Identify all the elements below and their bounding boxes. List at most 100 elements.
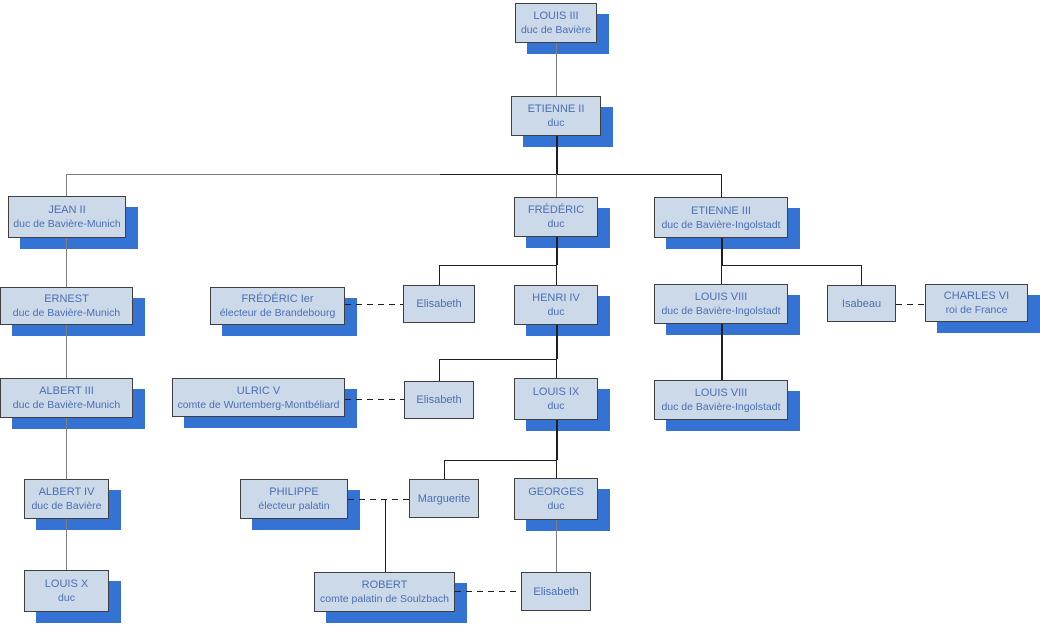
descent-line <box>439 265 556 266</box>
node-louis3: LOUIS III duc de Bavière <box>515 3 597 43</box>
descent-line <box>439 359 556 360</box>
descent-line <box>556 43 557 96</box>
marriage-dashed-line <box>455 591 521 592</box>
node-subtitle: roi de France <box>945 304 1008 316</box>
node-name: LOUIS VIII <box>694 387 748 399</box>
node-name: ETIENNE III <box>691 204 751 217</box>
node-subtitle: duc de Bavière-Munich <box>12 307 121 319</box>
node-philippe: PHILIPPE électeur palatin <box>240 479 348 519</box>
node-subtitle: duc de Bavière-Munich <box>13 218 121 230</box>
node-name: FRÉDÉRIC <box>527 204 585 216</box>
descent-line <box>444 460 445 479</box>
descent-line <box>721 265 722 284</box>
node-subtitle: duc de Bavière-Munich <box>12 399 121 411</box>
descent-line <box>385 499 386 572</box>
marriage-dashed-line <box>345 399 404 400</box>
node-isabeau: Isabeau <box>827 285 896 322</box>
node-name: LOUIS X <box>44 578 89 590</box>
descent-line <box>861 265 862 285</box>
node-elisabeth3: Elisabeth <box>521 572 591 611</box>
node-subtitle: duc <box>547 400 565 412</box>
node-subtitle: duc <box>547 306 565 318</box>
descent-line <box>556 174 557 197</box>
descent-line <box>66 418 67 479</box>
node-frederic1er: FRÉDÉRIC Ier électeur de Brandebourg <box>210 287 345 325</box>
node-louis8b: LOUIS VIII duc de Bavière-Ingolstadt <box>654 380 788 420</box>
node-subtitle: comte de Wurtemberg-Montbéliard <box>177 398 340 411</box>
descent-line <box>556 460 557 478</box>
descent-line <box>66 174 67 196</box>
node-albert4: ALBERT IV duc de Bavière <box>24 479 109 519</box>
node-charles6: CHARLES VI roi de France <box>925 284 1028 322</box>
descent-line <box>440 174 721 175</box>
node-subtitle: duc de Bavière-Ingolstadt <box>661 305 781 317</box>
node-name: Elisabeth <box>416 298 462 310</box>
node-subtitle: duc de Bavière-Ingolstadt <box>661 218 781 231</box>
node-louis9: LOUIS IX duc <box>514 378 598 420</box>
descent-line <box>444 460 556 461</box>
node-robert: ROBERT comte palatin de Soulzbach <box>314 572 455 612</box>
descent-line <box>721 174 722 197</box>
node-name: JEAN II <box>48 204 86 216</box>
node-name: CHARLES VI <box>943 290 1010 302</box>
descent-line <box>721 323 723 380</box>
node-marguerite: Marguerite <box>409 479 479 518</box>
node-subtitle: duc de Bavière <box>31 500 102 512</box>
descent-line <box>721 238 723 265</box>
node-elisabeth2: Elisabeth <box>404 381 474 419</box>
node-name: Elisabeth <box>416 394 462 406</box>
node-henri4: HENRI IV duc <box>514 285 598 325</box>
node-name: ROBERT <box>361 579 408 591</box>
node-name: ERNEST <box>44 293 89 305</box>
node-name: ETIENNE II <box>527 103 585 115</box>
node-subtitle: duc <box>547 500 565 512</box>
node-name: ALBERT III <box>39 385 94 397</box>
marriage-dashed-line <box>348 499 409 500</box>
node-ernest: ERNEST duc de Bavière-Munich <box>0 287 133 325</box>
node-subtitle: comte palatin de Soulzbach <box>320 593 449 605</box>
node-jean2: JEAN II duc de Bavière-Munich <box>8 196 126 238</box>
node-name: FRÉDÉRIC Ier <box>241 293 314 305</box>
node-subtitle: électeur de Brandebourg <box>219 307 336 319</box>
descent-line <box>66 174 440 175</box>
descent-line <box>66 325 67 378</box>
node-subtitle: duc de Bavière <box>520 24 592 36</box>
node-name: LOUIS III <box>533 10 579 22</box>
node-name: PHILIPPE <box>269 486 319 498</box>
descent-line <box>556 325 558 359</box>
node-name: Elisabeth <box>533 585 579 598</box>
node-name: Marguerite <box>417 492 471 505</box>
node-louis10: LOUIS X duc <box>24 570 109 612</box>
descent-line <box>66 519 67 570</box>
node-subtitle: duc <box>58 592 75 604</box>
node-subtitle: électeur palatin <box>258 500 330 512</box>
node-name: GEORGES <box>528 486 584 498</box>
descent-line <box>556 265 557 285</box>
node-etienne2: ETIENNE II duc <box>511 96 601 136</box>
marriage-dashed-line <box>896 304 925 305</box>
node-name: Isabeau <box>841 297 882 310</box>
node-subtitle: duc <box>547 117 565 129</box>
node-name: HENRI IV <box>532 292 580 304</box>
node-albert3: ALBERT III duc de Bavière-Munich <box>0 378 133 418</box>
node-elisabeth1: Elisabeth <box>403 285 475 323</box>
descent-line <box>556 359 557 378</box>
descent-line <box>556 136 558 174</box>
descent-line <box>439 265 440 285</box>
node-subtitle: duc de Bavière-Ingolstadt <box>661 401 781 413</box>
descent-line <box>556 420 558 460</box>
node-georges: GEORGES duc <box>514 478 598 520</box>
descent-line <box>439 359 440 381</box>
node-name: LOUIS IX <box>532 386 580 398</box>
node-name: ALBERT IV <box>38 486 95 498</box>
descent-line <box>721 265 861 266</box>
descent-line <box>556 237 558 265</box>
node-name: ULRIC V <box>236 384 281 397</box>
descent-line <box>66 238 67 287</box>
marriage-dashed-line <box>345 304 403 305</box>
